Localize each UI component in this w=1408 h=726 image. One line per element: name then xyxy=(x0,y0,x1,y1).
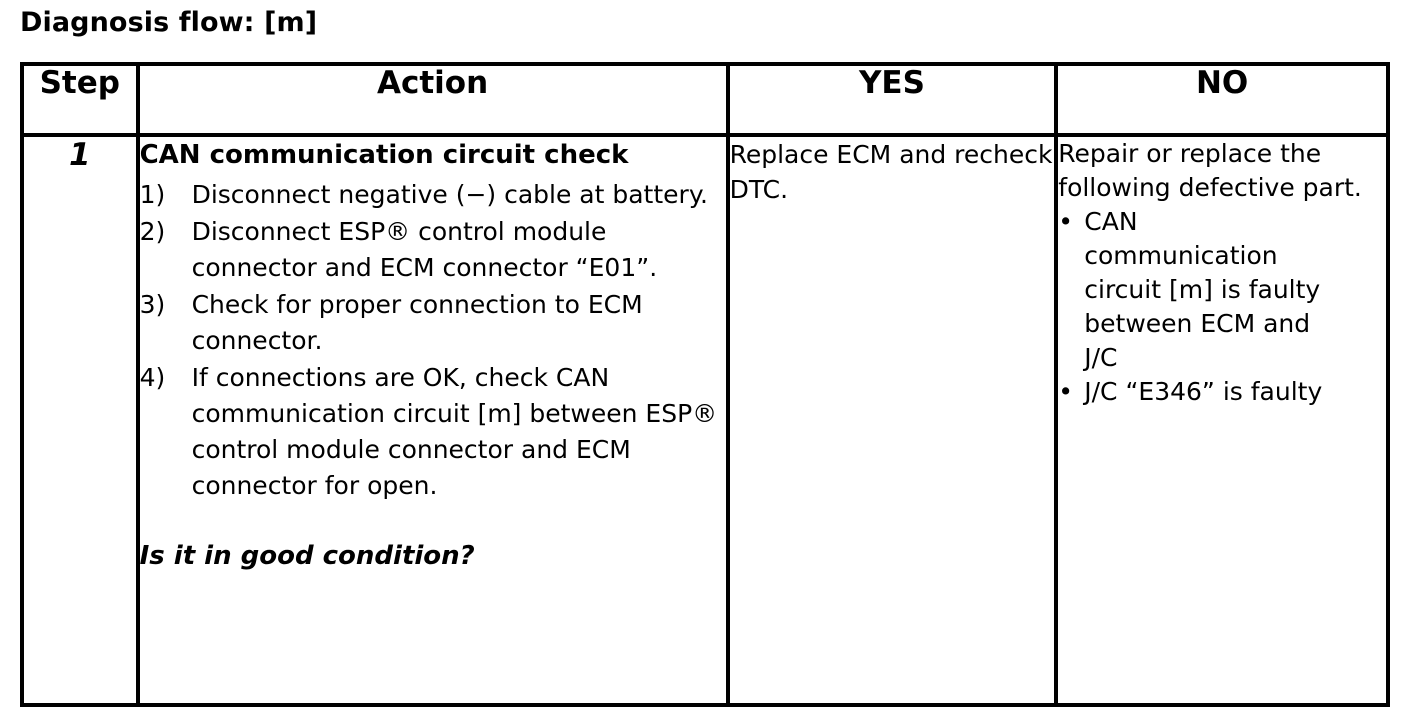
no-result-bullet-text: J/C “E346” is faulty xyxy=(1084,377,1323,406)
action-step-marker: 2) xyxy=(139,217,166,246)
no-result-bullet-list: • CAN communication circuit [m] is fault… xyxy=(1058,205,1386,409)
action-step-item: 4) If connections are OK, check CAN comm… xyxy=(140,360,726,504)
action-step-marker: 4) xyxy=(139,363,166,392)
no-result-bullet-item: • CAN communication circuit [m] is fault… xyxy=(1058,205,1337,375)
table-row: 1 CAN communication circuit check 1) Dis… xyxy=(22,135,1388,705)
bullet-dot-icon: • xyxy=(1058,377,1074,406)
action-step-text: Check for proper connection to ECM conne… xyxy=(191,290,643,355)
table-header-row: Step Action YES NO xyxy=(22,64,1388,137)
cell-step-number: 1 xyxy=(22,135,140,705)
table-body: 1 CAN communication circuit check 1) Dis… xyxy=(22,135,1388,705)
action-step-text: Disconnect ESP® control module connector… xyxy=(191,217,658,282)
action-step-text: Disconnect negative (−) cable at battery… xyxy=(191,180,708,209)
column-header-yes: YES xyxy=(727,64,1059,137)
action-step-marker: 3) xyxy=(139,290,166,319)
no-result-bullet-item: • J/C “E346” is faulty xyxy=(1058,375,1386,409)
action-step-item: 3) Check for proper connection to ECM co… xyxy=(140,287,726,359)
action-step-item: 2) Disconnect ESP® control module connec… xyxy=(140,214,726,286)
cell-no-result: Repair or replace the following defectiv… xyxy=(1056,135,1388,705)
action-question: Is it in good condition? xyxy=(139,541,475,571)
column-header-no: NO xyxy=(1056,64,1388,137)
action-step-text: If connections are OK, check CAN communi… xyxy=(191,363,718,500)
bullet-dot-icon: • xyxy=(1058,207,1074,236)
action-step-list: 1) Disconnect negative (−) cable at batt… xyxy=(140,177,726,504)
cell-yes-result: Replace ECM and recheck DTC. xyxy=(727,135,1059,705)
column-header-step: Step xyxy=(22,64,140,137)
action-step-item: 1) Disconnect negative (−) cable at batt… xyxy=(140,177,726,213)
no-result-intro: Repair or replace the following defectiv… xyxy=(1058,139,1362,202)
cell-action: CAN communication circuit check 1) Disco… xyxy=(137,135,730,705)
action-heading: CAN communication circuit check xyxy=(139,140,629,170)
column-header-action: Action xyxy=(137,64,730,137)
action-step-marker: 1) xyxy=(139,180,166,209)
page-title: Diagnosis flow: [m] xyxy=(20,7,318,38)
table-header: Step Action YES NO xyxy=(22,64,1388,137)
no-result-bullet-text: CAN communication circuit [m] is faulty … xyxy=(1084,207,1321,372)
diagnosis-flow-table: Step Action YES NO 1 CAN communication c… xyxy=(20,62,1390,707)
